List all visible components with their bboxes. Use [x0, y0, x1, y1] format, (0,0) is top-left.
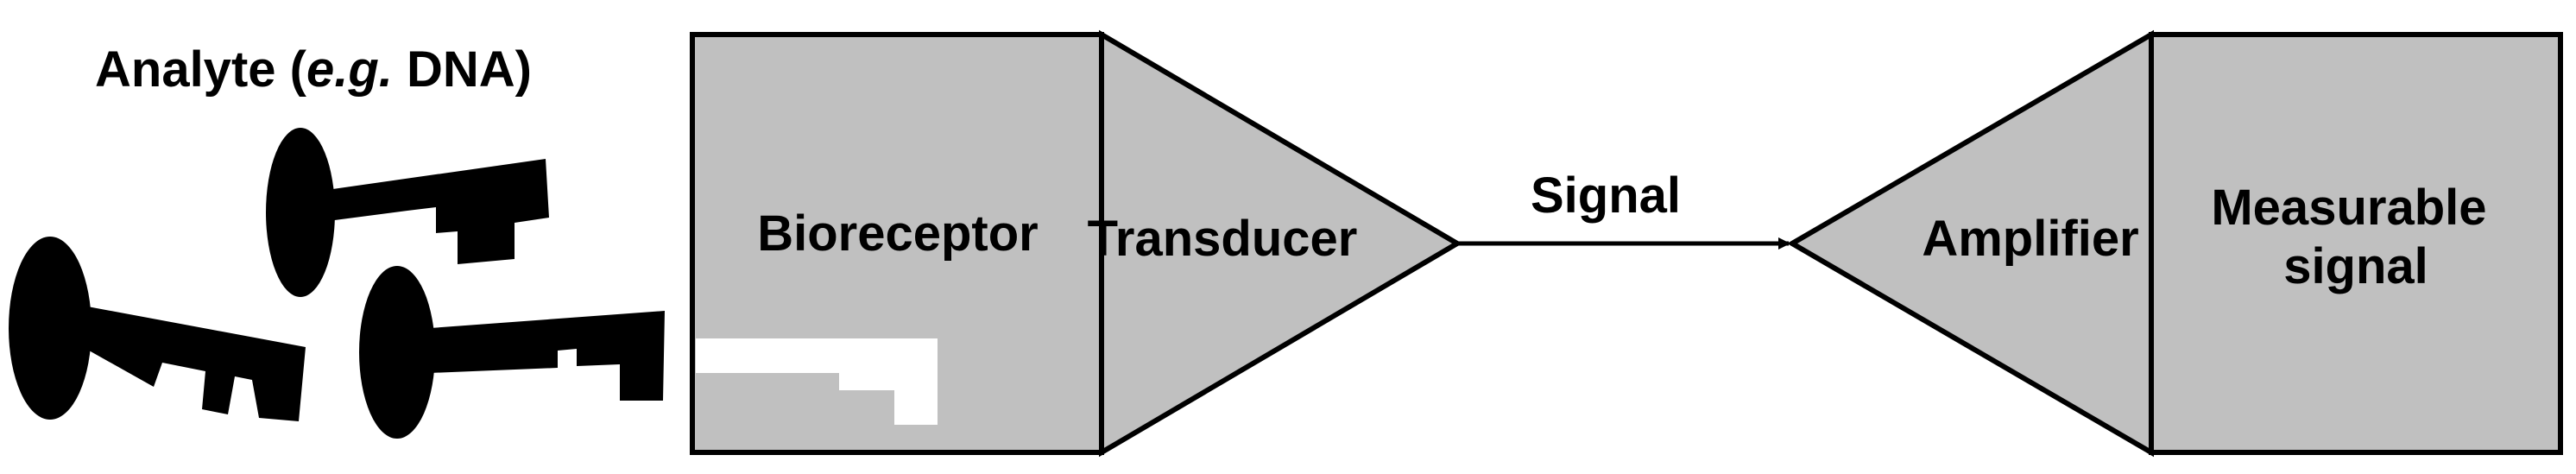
measurable-signal-label: Measurable signal — [2211, 180, 2500, 294]
analyte-key-2 — [9, 237, 306, 421]
bioreceptor-slot — [696, 338, 938, 425]
transducer-label: Transducer — [1088, 211, 1358, 267]
key-bow — [359, 266, 435, 439]
amplifier-label: Amplifier — [1922, 211, 2138, 267]
analyte-label-prefix: Analyte ( — [95, 41, 307, 98]
key-shaft — [430, 311, 665, 401]
analyte-label-emph: e.g. — [306, 41, 393, 98]
key-shaft — [83, 306, 306, 421]
measurable-signal-box — [2149, 32, 2563, 455]
analyte-label: Analyte (e.g. DNA) — [95, 41, 532, 98]
measurable-signal-line-1: Measurable — [2211, 180, 2486, 236]
analyte-key-1 — [266, 128, 549, 297]
key-shaft — [326, 159, 549, 264]
transducer-shape — [1099, 29, 1462, 458]
analyte-key-3 — [359, 266, 665, 439]
key-bow — [266, 128, 335, 297]
analyte-label-suffix: DNA) — [393, 41, 532, 98]
bioreceptor-label: Bioreceptor — [757, 205, 1039, 262]
measurable-signal-line-2: signal — [2283, 238, 2428, 294]
signal-label: Signal — [1531, 167, 1681, 224]
key-bow — [9, 237, 92, 420]
